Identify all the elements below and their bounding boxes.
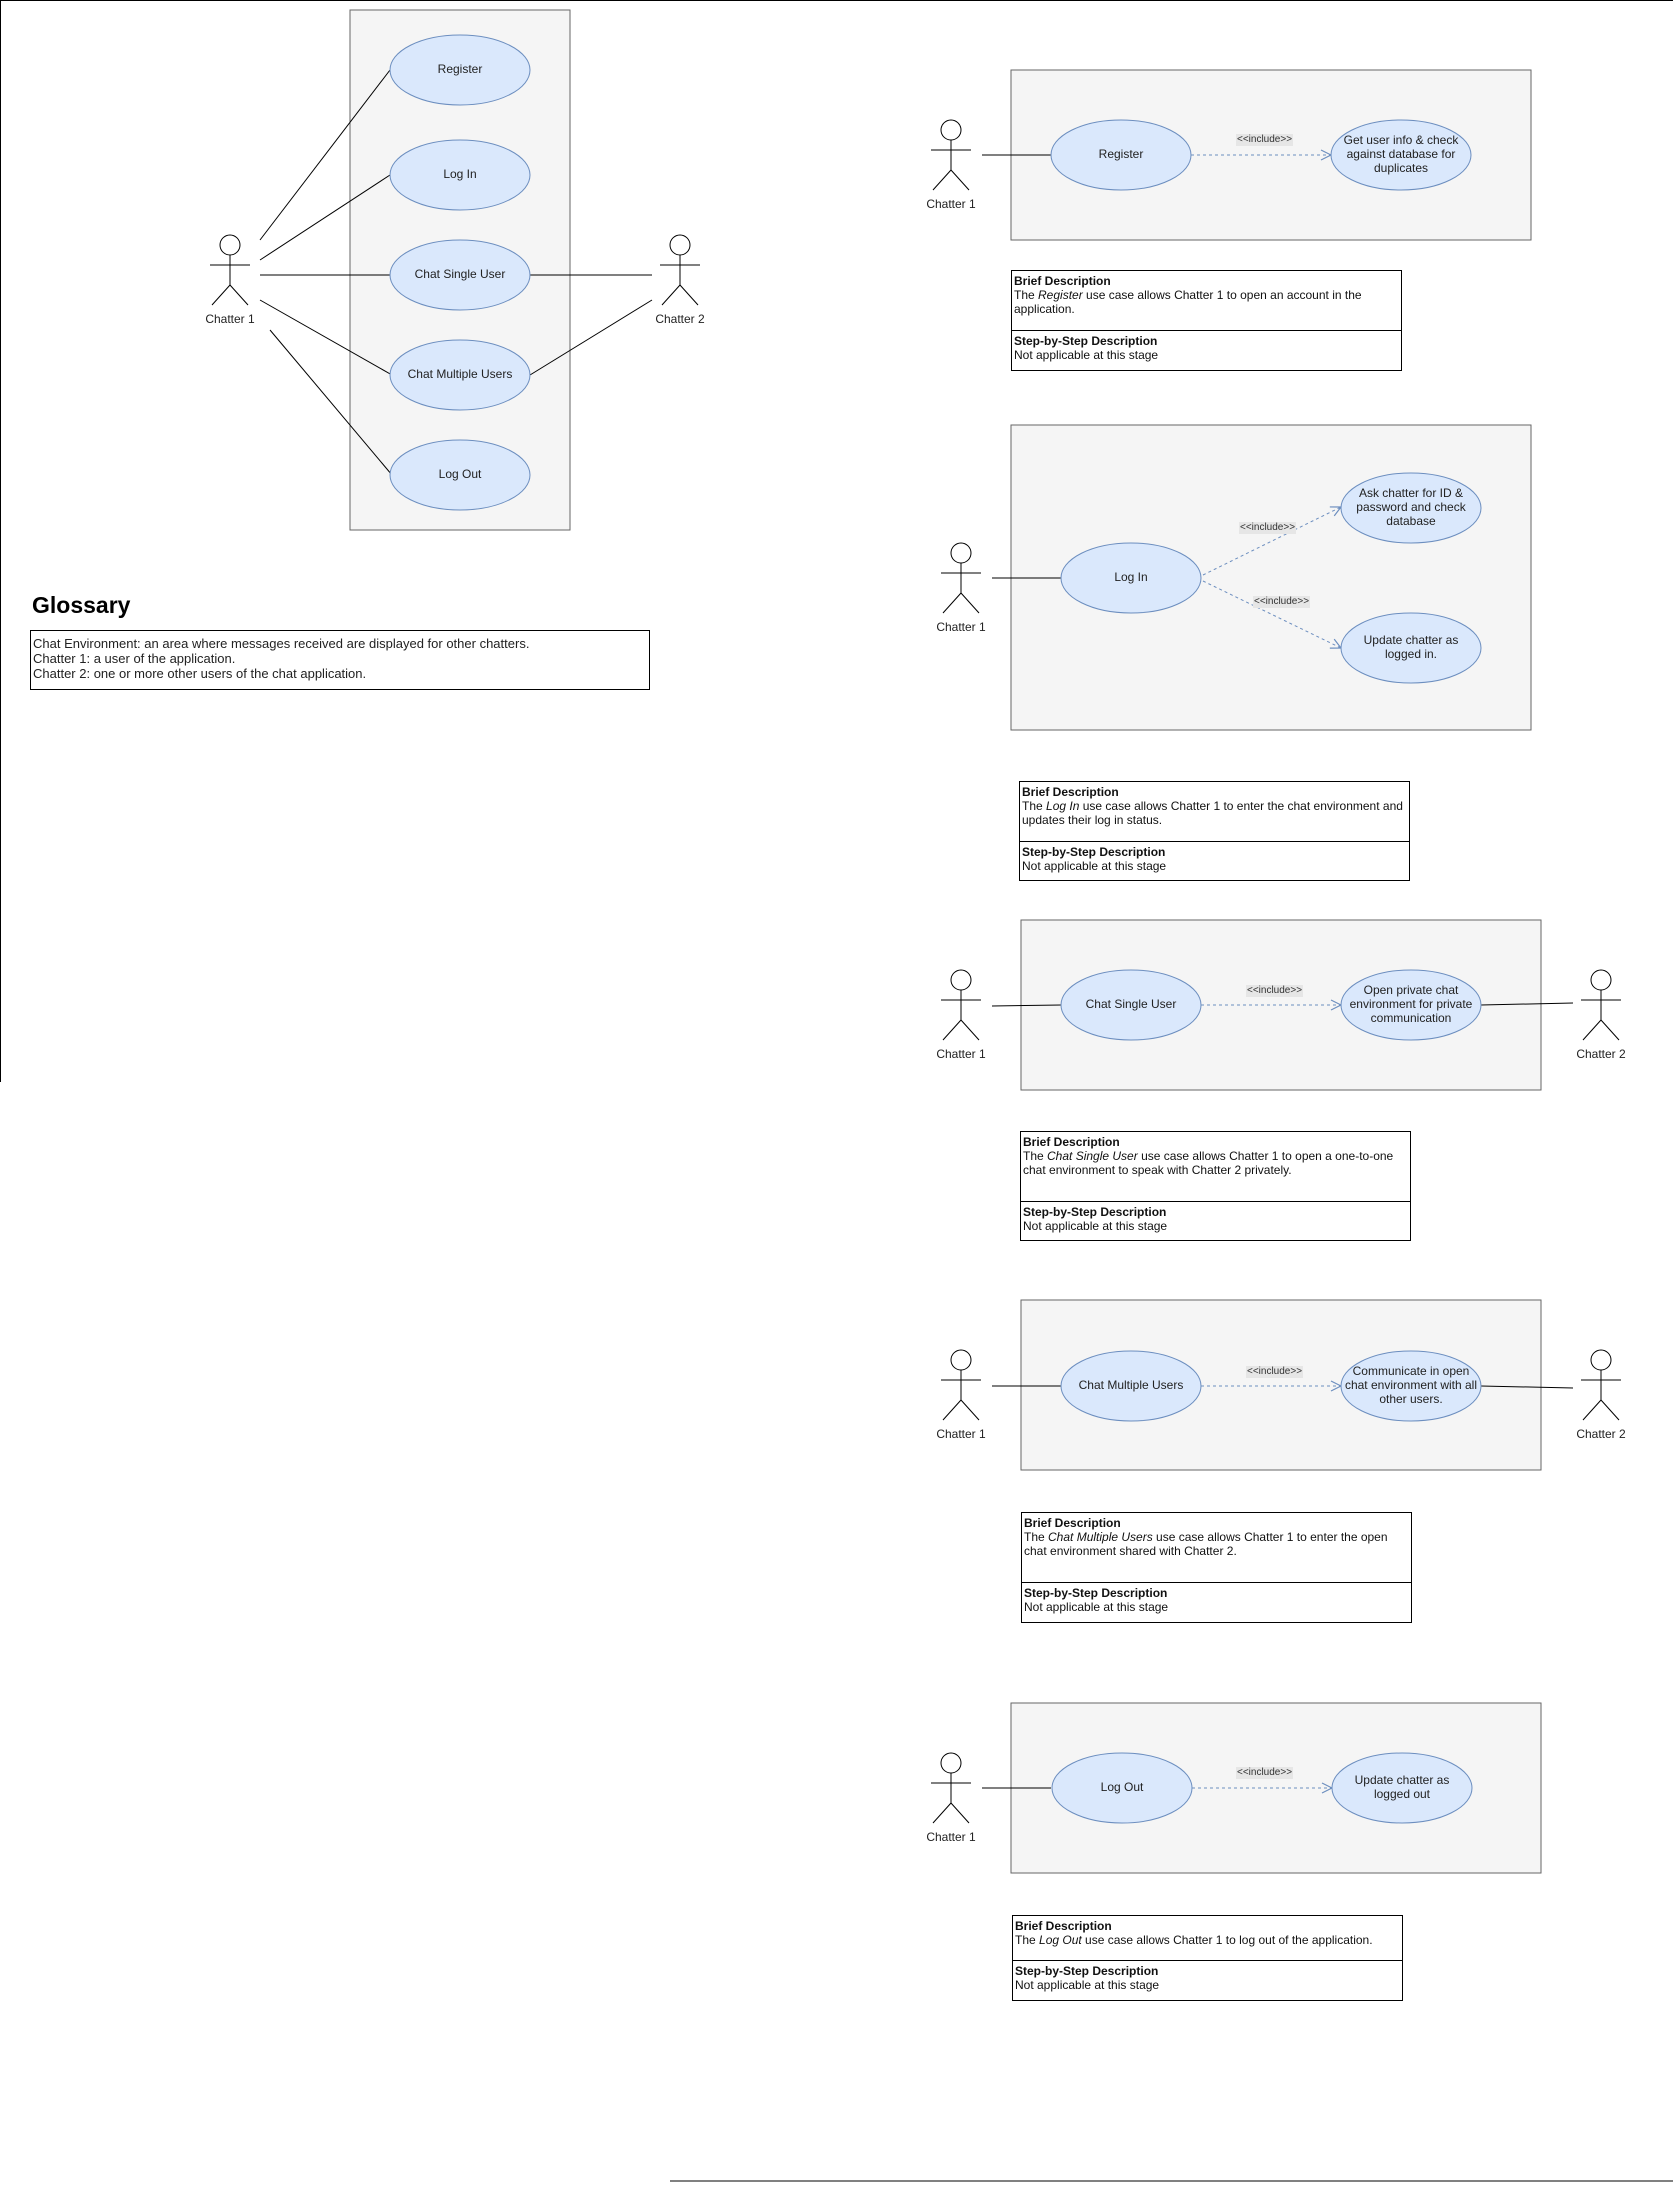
step-description-text: Not applicable at this stage (1014, 348, 1159, 362)
step-description-text: Not applicable at this stage (1023, 1219, 1168, 1233)
chat-multiple-actor-chatter2-icon[interactable] (1581, 1349, 1621, 1421)
brief-usecase-name: Chat Multiple Users (1048, 1530, 1153, 1544)
login-include-arrow-1 (1202, 507, 1341, 576)
register-actor-label: Chatter 1 (926, 197, 976, 211)
brief-usecase-name: Log In (1046, 799, 1080, 813)
brief-description-title: Brief Description (1024, 1516, 1121, 1530)
brief-text: use case allows Chatter 1 to enter the o… (1024, 1530, 1388, 1558)
brief-text: The (1024, 1530, 1049, 1544)
overview-actor-chatter1-icon[interactable] (210, 234, 250, 306)
brief-text: use case allows Chatter 1 to log out of … (1081, 1933, 1373, 1947)
step-description-title: Step-by-Step Description (1023, 1205, 1167, 1219)
logout-include-label: <<include>> (1236, 1767, 1294, 1779)
chat-multiple-usecase[interactable] (1060, 1350, 1202, 1422)
brief-text: The (1014, 288, 1039, 302)
overview-actor-chatter2-label: Chatter 2 (655, 312, 705, 326)
overview-usecase-login[interactable] (389, 139, 531, 211)
brief-text: use case allows Chatter 1 to open an acc… (1014, 288, 1362, 316)
overview-associations (259, 69, 653, 476)
overview-usecase-logout[interactable] (389, 439, 531, 511)
chat-multiple-actor2-label: Chatter 2 (1576, 1427, 1626, 1441)
overview-actor-chatter2-icon[interactable] (660, 234, 700, 306)
glossary-title: Glossary (32, 592, 131, 618)
chat-single-usecase[interactable] (1060, 969, 1202, 1041)
brief-text: use case allows Chatter 1 to open a one-… (1023, 1149, 1394, 1177)
login-actor-chatter1-icon[interactable] (941, 542, 981, 614)
register-include-label: <<include>> (1236, 134, 1294, 146)
brief-description-title: Brief Description (1022, 785, 1119, 799)
chat-single-actor2-label: Chatter 2 (1576, 1047, 1626, 1061)
step-description-title: Step-by-Step Description (1014, 334, 1158, 348)
login-usecase[interactable] (1060, 542, 1202, 614)
chat-multiple-include-label: <<include>> (1246, 1366, 1304, 1378)
glossary-box: Chat Environment: an area where messages… (30, 630, 650, 690)
chat-single-included-usecase[interactable] (1340, 969, 1482, 1041)
overview-usecase-register[interactable] (389, 34, 531, 106)
login-included-usecase-1[interactable] (1340, 472, 1482, 544)
login-description-box: Brief Description The Log In use case al… (1019, 781, 1410, 881)
register-actor-chatter1-icon[interactable] (931, 119, 971, 191)
login-included-usecase-2[interactable] (1340, 612, 1482, 684)
chat-multiple-actor-chatter1-icon[interactable] (941, 1349, 981, 1421)
logout-included-usecase[interactable] (1331, 1752, 1473, 1824)
register-usecase[interactable] (1050, 119, 1192, 191)
step-description-text: Not applicable at this stage (1015, 1978, 1160, 1992)
brief-description-title: Brief Description (1014, 274, 1111, 288)
glossary-line: Chat Environment: an area where messages… (33, 636, 530, 651)
logout-description-box: Brief Description The Log Out use case a… (1012, 1915, 1403, 2001)
logout-actor-label: Chatter 1 (926, 1830, 976, 1844)
chat-multiple-included-usecase[interactable] (1340, 1350, 1482, 1422)
login-actor-label: Chatter 1 (936, 620, 986, 634)
login-include-arrow-2 (1202, 580, 1341, 648)
step-description-text: Not applicable at this stage (1024, 1600, 1169, 1614)
step-description-title: Step-by-Step Description (1015, 1964, 1159, 1978)
brief-description-title: Brief Description (1023, 1135, 1120, 1149)
chat-multiple-actor1-label: Chatter 1 (936, 1427, 986, 1441)
login-include-label-2: <<include>> (1253, 596, 1311, 608)
brief-text: The (1015, 1933, 1040, 1947)
chat-single-include-label: <<include>> (1246, 985, 1304, 997)
chat-single-actor-chatter1-icon[interactable] (941, 969, 981, 1041)
overview-usecase-chat-multiple[interactable] (389, 339, 531, 411)
step-description-title: Step-by-Step Description (1024, 1586, 1168, 1600)
brief-description-title: Brief Description (1015, 1919, 1112, 1933)
register-description-box: Brief Description The Register use case … (1011, 270, 1402, 371)
chat-single-description-box: Brief Description The Chat Single User u… (1020, 1131, 1411, 1241)
brief-usecase-name: Log Out (1039, 1933, 1082, 1947)
glossary-line: Chatter 2: one or more other users of th… (33, 666, 367, 681)
step-description-title: Step-by-Step Description (1022, 845, 1166, 859)
register-included-usecase[interactable] (1330, 119, 1472, 191)
chat-single-actor-chatter2-icon[interactable] (1581, 969, 1621, 1041)
logout-usecase[interactable] (1051, 1752, 1193, 1824)
brief-text: The (1023, 1149, 1048, 1163)
overview-actor-chatter1-label: Chatter 1 (205, 312, 255, 326)
brief-text: The (1022, 799, 1047, 813)
chat-multiple-description-box: Brief Description The Chat Multiple User… (1021, 1512, 1412, 1623)
step-description-text: Not applicable at this stage (1022, 859, 1167, 873)
login-include-label-1: <<include>> (1239, 522, 1297, 534)
logout-actor-chatter1-icon[interactable] (931, 1752, 971, 1824)
overview-usecase-chat-single[interactable] (389, 239, 531, 311)
brief-usecase-name: Register (1038, 288, 1083, 302)
brief-text: use case allows Chatter 1 to enter the c… (1022, 799, 1403, 827)
glossary-line: Chatter 1: a user of the application. (33, 651, 236, 666)
chat-single-actor1-label: Chatter 1 (936, 1047, 986, 1061)
brief-usecase-name: Chat Single User (1047, 1149, 1138, 1163)
